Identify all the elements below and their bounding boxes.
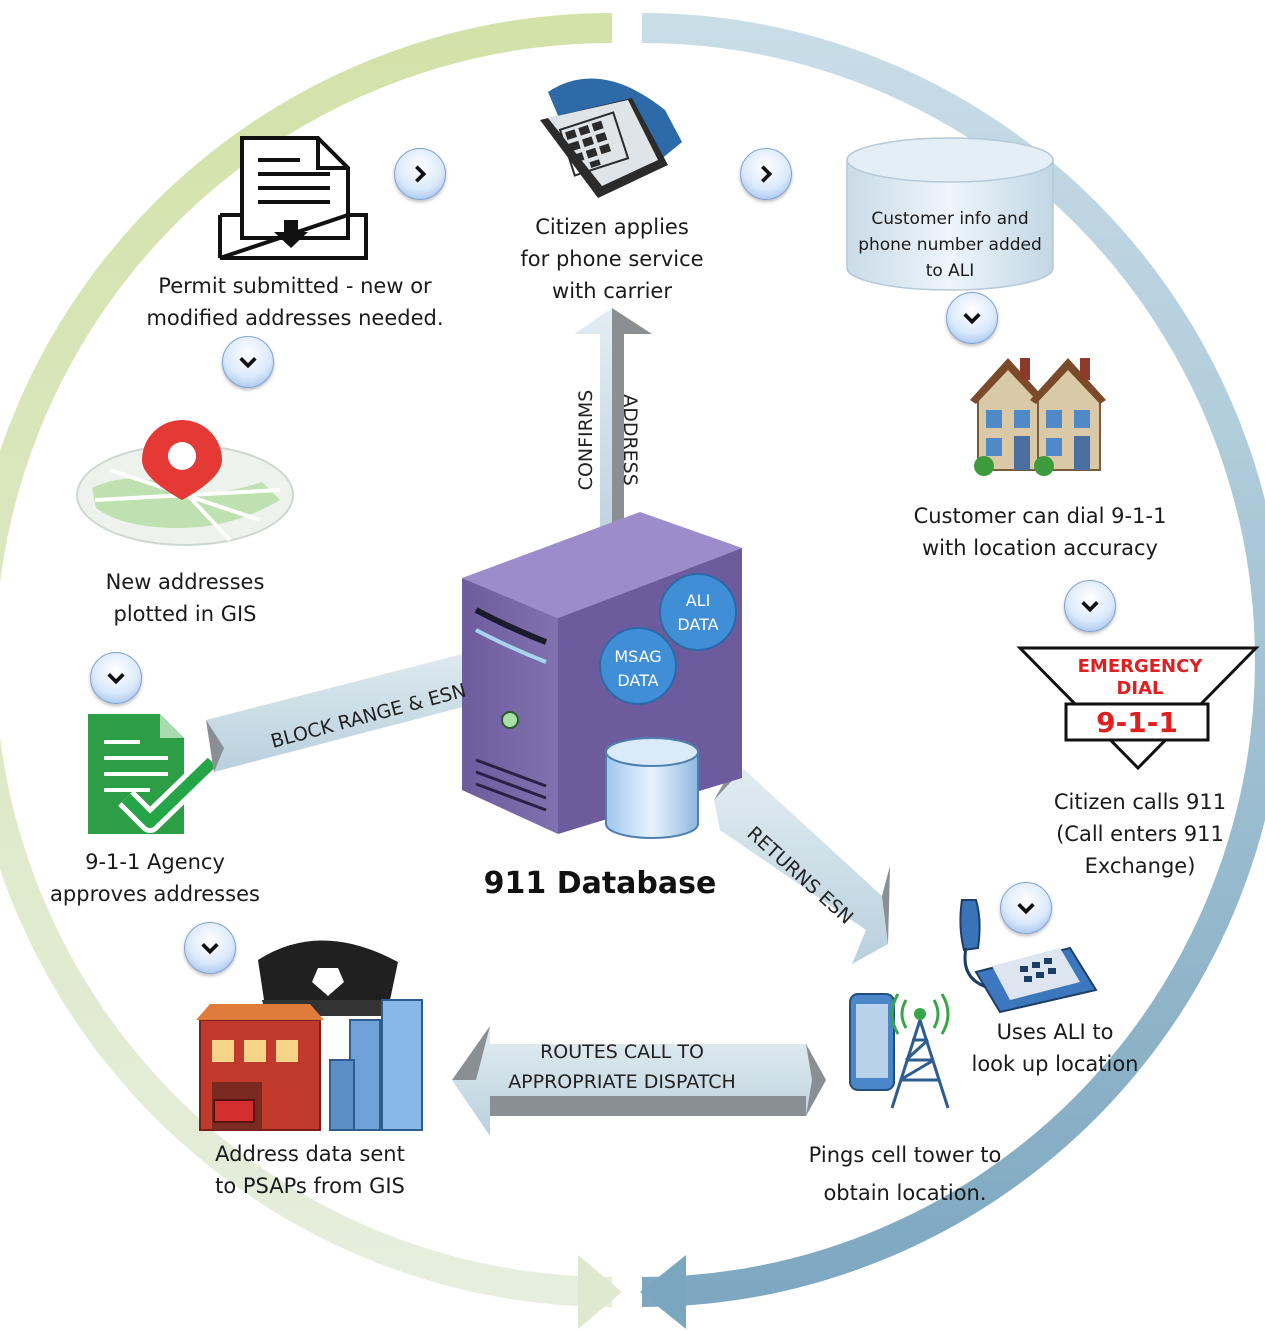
step-psap-sent-label: Address data sent to PSAPs from GIS xyxy=(215,1142,405,1198)
chevron-down-icon xyxy=(184,922,236,974)
houses-icon xyxy=(970,358,1106,476)
confirms-label: CONFIRMS xyxy=(575,390,597,491)
ali-data-label-1: ALI xyxy=(686,591,711,610)
step-agency-approves-label: 9-1-1 Agency approves addresses xyxy=(50,850,260,906)
emergency-sign-icon xyxy=(1016,646,1260,771)
database-cylinder-icon xyxy=(846,137,1054,291)
msag-data-label-1: MSAG xyxy=(614,647,661,666)
sign-number: 9-1-1 xyxy=(1096,706,1178,739)
chevron-down-icon xyxy=(222,336,274,388)
step-uses-ali-label: Uses ALI to look up location xyxy=(971,1020,1139,1076)
chevron-right-icon xyxy=(394,148,446,200)
server-icon xyxy=(462,512,742,839)
msag-data-label-2: DATA xyxy=(617,671,658,690)
sign-emergency: EMERGENCY xyxy=(1078,656,1204,677)
step-dial-accuracy-label: Customer can dial 9-1-1 with location ac… xyxy=(913,504,1167,560)
step-cell-tower-label: Pings cell tower to obtain location. xyxy=(808,1143,1002,1205)
database-title: 911 Database xyxy=(483,866,717,901)
telephone-icon xyxy=(540,78,682,198)
step-ali-added-label: Customer info and phone number added to … xyxy=(858,209,1042,281)
routes-call-arrow xyxy=(452,1026,826,1136)
sign-dial: DIAL xyxy=(1116,678,1163,699)
right-cycle-arc xyxy=(640,13,1265,1329)
approved-document-icon xyxy=(88,714,220,834)
ali-data-label-2: DATA xyxy=(677,615,718,634)
chevron-down-icon xyxy=(1000,882,1052,934)
map-pin-icon xyxy=(76,420,294,546)
cell-tower-icon xyxy=(849,993,950,1109)
chevron-down-icon xyxy=(90,652,142,704)
step-permit-label: Permit submitted - new or modified addre… xyxy=(146,274,444,330)
chevron-right-icon xyxy=(740,148,792,200)
confirms-address-arrow xyxy=(572,308,652,564)
police-city-icon xyxy=(196,940,423,1131)
address-label: ADDRESS xyxy=(619,394,641,486)
left-cycle-arc xyxy=(0,13,622,1329)
routes-label-line2: APPROPRIATE DISPATCH xyxy=(508,1071,736,1093)
chevron-down-icon xyxy=(946,292,998,344)
desk-phone-icon xyxy=(959,899,1098,1014)
chevron-down-icon xyxy=(1064,580,1116,632)
step-gis-plotted-label: New addresses plotted in GIS xyxy=(105,570,265,626)
routes-label-line1: ROUTES CALL TO xyxy=(540,1041,704,1063)
step-citizen-calls-label: Citizen calls 911 (Call enters 911 Excha… xyxy=(1053,790,1227,878)
step-phone-service-label: Citizen applies for phone service with c… xyxy=(520,215,704,303)
document-inbox-icon xyxy=(218,136,368,260)
